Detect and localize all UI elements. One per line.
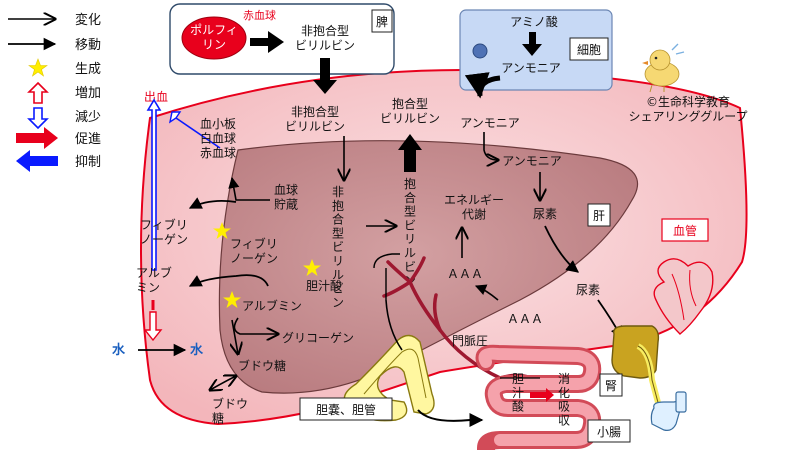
kidney-illustration: [611, 325, 663, 411]
cell-box: アミノ酸 アンモニア 細胞: [459, 9, 613, 91]
small-intestine: [475, 344, 602, 450]
intestine-bile-acid-vertical: 胆汁酸: [512, 372, 524, 414]
blood-storage-label: 血球貯蔵: [274, 183, 298, 211]
spleen-arrow: [250, 31, 284, 53]
spleen-label: 脾: [376, 14, 388, 29]
liver-fibrinogen-label: フィブリノーゲン: [230, 236, 278, 265]
liver-glucose-label: ブドウ糖: [238, 358, 286, 373]
spleen-box: 赤血球 ポルフィリン 非抱合型ビリルビン 脾: [169, 3, 395, 75]
vessel-label: 血管: [673, 223, 697, 238]
intestine-label: 小腸: [597, 425, 621, 439]
red-blood-cell-shape: [181, 16, 247, 60]
liver-conj-bilirubin-vertical: 抱合型ビリルビン: [404, 176, 416, 288]
legend: 変化 移動 生成 増加 減少 促進 抑制: [8, 12, 101, 172]
inhibit-arrow-icon: [16, 150, 58, 172]
heart-illustration: [653, 258, 714, 335]
rbc-small-label: 赤血球: [243, 8, 276, 22]
legend-promote-label: 促進: [75, 132, 101, 147]
blood-albumin-label: アルブミン: [136, 265, 172, 294]
star-icon: [223, 291, 241, 308]
liver-label: 肝: [593, 209, 605, 223]
legend-increase-label: 増加: [75, 86, 101, 101]
liver-urea-label: 尿素: [533, 207, 557, 221]
liver-ammonia-label: アンモニア: [502, 154, 562, 168]
water-in-label: 水: [190, 342, 204, 358]
blood-unconj-bilirubin-label: 非抱合型ビリルビン: [285, 104, 345, 133]
legend-inhibit-label: 抑制: [75, 155, 101, 170]
cell-label: 細胞: [577, 43, 601, 57]
blood-cells-label: 血小板白血球赤血球: [200, 117, 236, 160]
blood-fibrinogen-label: フィブリノーゲン: [140, 217, 188, 246]
spleen-label-box: [371, 9, 393, 33]
conj-bilirubin-up-arrow: [398, 134, 422, 172]
vessel-label-box: [661, 218, 709, 242]
toilet-icon: [650, 391, 687, 431]
chick-illustration: [642, 43, 685, 93]
cell-amino-acid-label: アミノ酸: [510, 14, 558, 29]
intestine-label-box: [587, 419, 631, 443]
kidney-label-box: [599, 373, 623, 397]
kidney-label: 腎: [605, 379, 617, 393]
cell-to-blood-arrow: [464, 72, 501, 99]
bleeding-arrow-icon: [146, 98, 162, 271]
blood-conj-bilirubin-label: 抱合型ビリルビン: [380, 96, 440, 125]
glycogen-label: グリコーゲン: [282, 331, 354, 345]
legend-move-label: 移動: [75, 38, 101, 53]
star-icon: [213, 222, 231, 239]
portal-pressure-label: 門脈圧: [452, 334, 488, 348]
blood-urea-label: 尿素: [576, 283, 600, 297]
liver-shape: [218, 140, 638, 394]
intestine-digest-vertical: 消化吸収: [558, 372, 570, 427]
gallbladder-label: 胆嚢、胆管: [316, 402, 376, 417]
water-out-label: 水: [112, 342, 126, 358]
spleen-unconj-bilirubin-label: 非抱合型ビリルビン: [295, 23, 355, 52]
bile-acid-label: 胆汁酸: [306, 278, 342, 293]
legend-generate-label: 生成: [75, 62, 101, 77]
liver-aaa-label: ＡＡＡ: [447, 267, 483, 281]
promote-arrow-icon: [16, 127, 58, 149]
star-icon: [28, 58, 48, 77]
portal-aaa-label: ＡＡＡ: [507, 312, 543, 326]
albumin-increase-arrow: [143, 311, 163, 342]
legend-decrease-label: 減少: [75, 109, 101, 125]
porphyrin-label: ポルフィリン: [190, 23, 238, 51]
blood-ammonia-label: アンモニア: [460, 116, 520, 130]
legend-change-label: 変化: [75, 12, 101, 28]
energy-metabolism-label: エネルギー代謝: [444, 193, 504, 221]
spleen-to-blood-arrow: [313, 58, 337, 94]
liver-label-box: [587, 203, 611, 227]
cell-label-box: [569, 37, 609, 61]
bile-promote-arrow: [530, 388, 554, 402]
cell-ammonia-label: アンモニア: [501, 61, 561, 75]
gallbladder-label-box: [299, 397, 393, 421]
star-icon: [303, 259, 321, 276]
bleeding-label: 出血: [144, 90, 168, 104]
down-arrow-icon: [27, 107, 49, 130]
liver-albumin-label: アルブミン: [242, 298, 302, 313]
blood-glucose-label: ブドウ糖: [212, 396, 248, 425]
copyright-text: ©生命科学教育シェアリンググループ: [628, 94, 747, 123]
liver-unconj-bilirubin-vertical: 非抱合型ビリルビン: [332, 185, 344, 309]
up-arrow-icon: [27, 81, 49, 104]
